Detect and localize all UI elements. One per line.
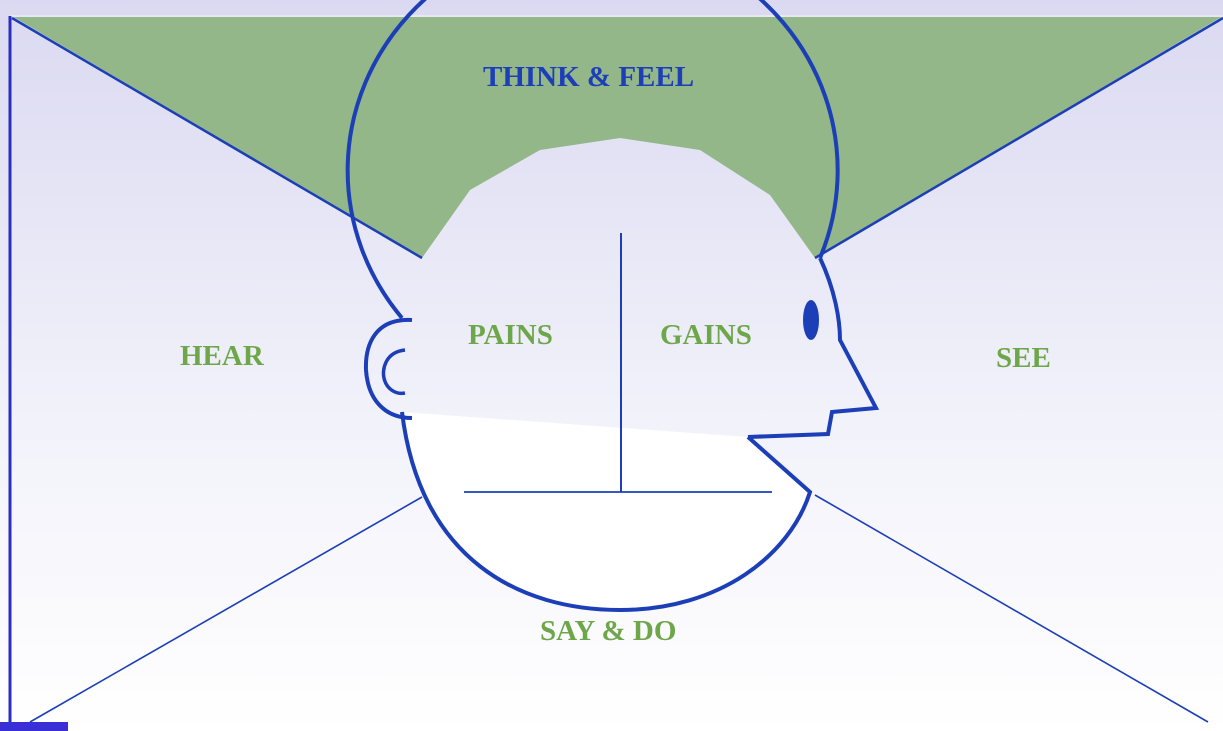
say-do-label: SAY & DO	[540, 617, 676, 646]
see-label: SEE	[996, 344, 1051, 373]
think-feel-label: THINK & FEEL	[483, 63, 694, 92]
eye	[803, 300, 819, 340]
pains-label: PAINS	[468, 321, 553, 350]
hear-label: HEAR	[180, 342, 264, 371]
gains-label: GAINS	[660, 321, 752, 350]
corner-block	[0, 722, 68, 731]
